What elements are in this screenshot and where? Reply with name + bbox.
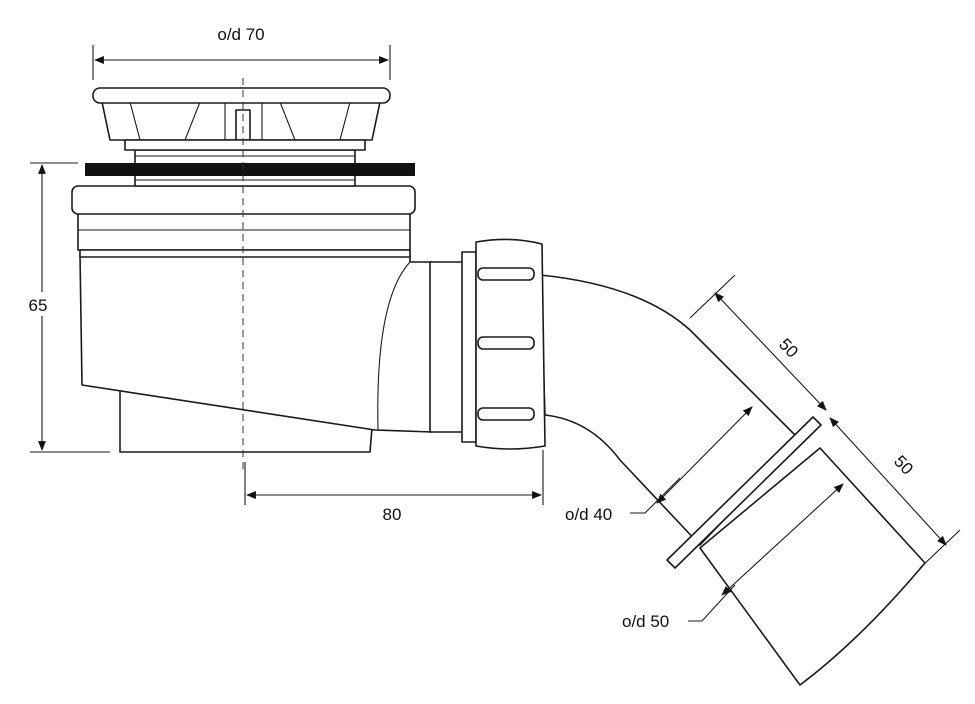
dimension-height: 65 (24, 162, 110, 453)
grate-cap (92, 87, 391, 151)
union-nut (429, 238, 546, 450)
dimension-od50: o/d 50 (622, 483, 844, 631)
label-length-a: 50 (775, 335, 802, 362)
label-od70: o/d 70 (217, 25, 264, 44)
trap-body (71, 185, 433, 453)
label-height: 65 (29, 296, 48, 315)
dimension-offset: 80 (244, 450, 544, 524)
label-od50: o/d 50 (622, 612, 669, 631)
label-length-b: 50 (890, 452, 917, 479)
dimension-od40: o/d 40 (565, 406, 753, 524)
label-od40: o/d 40 (565, 505, 612, 524)
dimension-od70: o/d 70 (92, 25, 391, 80)
gasket (85, 163, 415, 176)
label-offset: 80 (383, 505, 402, 524)
